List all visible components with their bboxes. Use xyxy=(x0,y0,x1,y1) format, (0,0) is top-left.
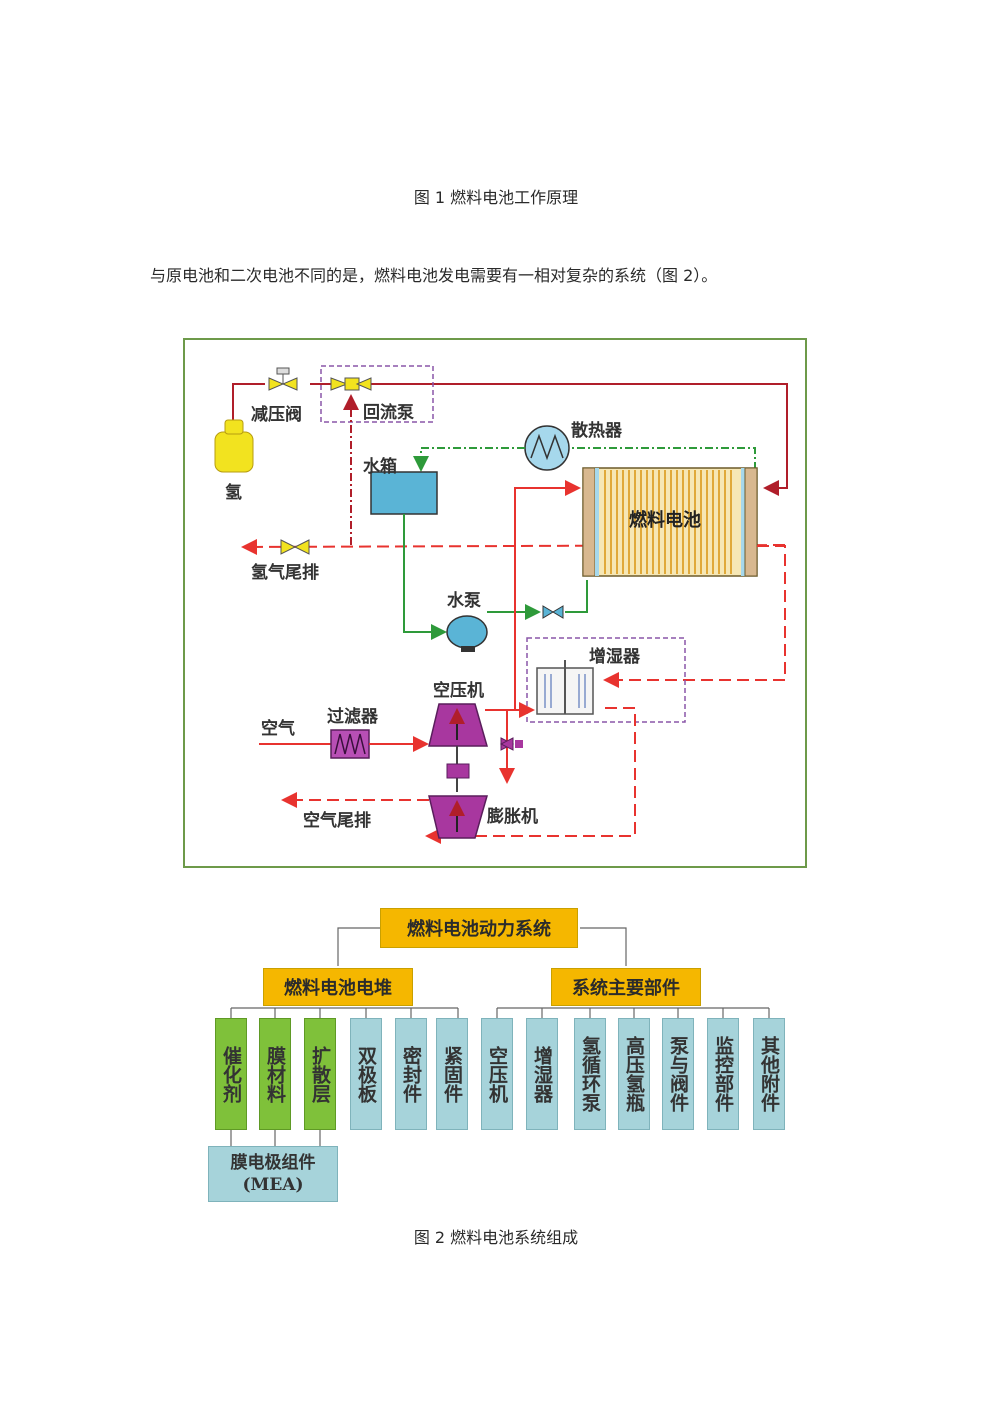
leaf-pumps-valves: 泵与阀件 xyxy=(662,1018,694,1130)
water-pump-icon xyxy=(446,615,488,652)
body-paragraph: 与原电池和二次电池不同的是，燃料电池发电需要有一相对复杂的系统（图 2）。 xyxy=(150,266,718,285)
pressure-valve-icon xyxy=(268,367,298,391)
water-pump-label: 水泵 xyxy=(447,591,481,611)
coupling-icon xyxy=(446,763,470,779)
tree-root: 燃料电池动力系统 xyxy=(380,908,578,948)
hydrogen-cylinder-icon xyxy=(214,419,254,473)
water-line xyxy=(403,514,447,640)
hydrogen-exhaust-label: 氢气尾排 xyxy=(251,563,319,583)
coolant-to-tank-line xyxy=(413,447,525,472)
water-valve-icon xyxy=(542,605,564,619)
fuel-cell-label: 燃料电池 xyxy=(629,510,701,531)
filter-label: 过滤器 xyxy=(327,707,378,727)
hydrogen-exhaust-valve-icon xyxy=(280,539,310,555)
leaf-h2-tank: 高压氢瓶 xyxy=(618,1018,650,1130)
compressor-label: 空压机 xyxy=(433,681,484,701)
humidifier-icon xyxy=(536,660,594,715)
coolant-return-line xyxy=(569,447,756,470)
diagram-graphics xyxy=(214,365,788,844)
bypass-valve-icon xyxy=(499,737,523,751)
leaf-monitoring: 监控部件 xyxy=(707,1018,739,1130)
figure1-caption: 图 1 燃料电池工作原理 xyxy=(413,188,579,207)
return-pump-box xyxy=(320,365,434,423)
leaf-membrane: 膜材料 xyxy=(259,1018,291,1130)
leaf-air-compressor: 空压机 xyxy=(481,1018,513,1130)
leaf-seal: 密封件 xyxy=(395,1018,427,1130)
humidifier-box xyxy=(526,637,686,723)
air-exhaust-label: 空气尾排 xyxy=(303,811,371,831)
air-label: 空气 xyxy=(261,719,295,739)
mea-line1: 膜电极组件 xyxy=(230,1153,316,1173)
mea-line2: (MEA) xyxy=(242,1175,304,1195)
leaf-other-accessories: 其他附件 xyxy=(753,1018,785,1130)
leaf-fastener: 紧固件 xyxy=(436,1018,468,1130)
hydrogen-supply-line xyxy=(232,383,265,432)
leaf-diffusion-layer: 扩散层 xyxy=(304,1018,336,1130)
cathode-outlet-line xyxy=(603,545,786,688)
fuel-cell-stripes xyxy=(604,470,732,574)
humidified-exhaust-line xyxy=(425,707,636,844)
pressure-valve-label: 减压阀 xyxy=(251,405,302,425)
radiator-label: 散热器 xyxy=(571,421,622,441)
mea-box: 膜电极组件 (MEA) xyxy=(208,1146,338,1202)
air-to-cell-line xyxy=(514,480,581,710)
tree-stack: 燃料电池电堆 xyxy=(263,968,413,1006)
hydrogen-label: 氢 xyxy=(225,483,242,503)
leaf-h2-recirc-pump: 氢循环泵 xyxy=(574,1018,606,1130)
leaf-bipolar-plate: 双极板 xyxy=(350,1018,382,1130)
leaf-humidifier: 增湿器 xyxy=(526,1018,558,1130)
leaf-catalyst: 催化剂 xyxy=(215,1018,247,1130)
fuel-cell-principle-diagram: 减压阀 回流泵 氢 散热器 水箱 燃料电池 氢气尾排 水泵 增湿器 空压机 空气… xyxy=(183,338,807,868)
humidifier-label: 增湿器 xyxy=(589,647,640,667)
expander-label: 膨胀机 xyxy=(487,807,538,827)
figure2-caption: 图 2 燃料电池系统组成 xyxy=(413,1228,579,1247)
hydrogen-main-line xyxy=(310,383,788,496)
tree-parts: 系统主要部件 xyxy=(551,968,701,1006)
return-pump-icon xyxy=(330,377,372,391)
water-tank-label: 水箱 xyxy=(363,457,397,477)
return-pump-label: 回流泵 xyxy=(363,403,414,423)
